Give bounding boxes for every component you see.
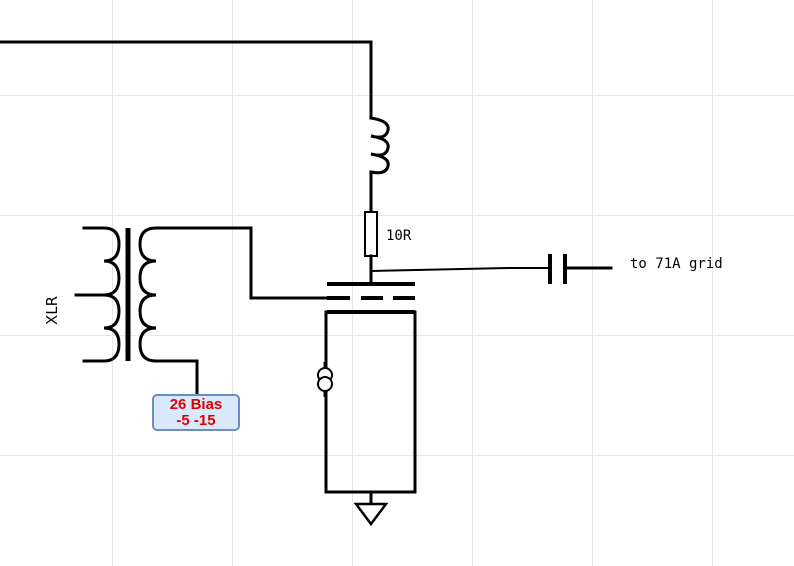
- resistor-10r[interactable]: [364, 211, 378, 257]
- transformer-secondary-coil[interactable]: [138, 226, 253, 396]
- secondary-to-grid-wire[interactable]: [249, 226, 329, 300]
- bias-note-line2: -5 -15: [176, 411, 216, 429]
- output-label: to 71A grid: [630, 256, 723, 272]
- output-wire[interactable]: [370, 267, 549, 272]
- ground-icon: [353, 502, 389, 527]
- current-source-bottom[interactable]: [317, 376, 333, 392]
- bias-note-line1: 26 Bias: [169, 395, 223, 413]
- xlr-label: XLR: [43, 296, 61, 325]
- resistor-label: 10R: [386, 228, 412, 244]
- filament-loop[interactable]: [324, 310, 417, 494]
- choke-inductor[interactable]: [369, 116, 390, 175]
- b-plus-wire[interactable]: [0, 40, 373, 120]
- bias-note[interactable]: 26 Bias -5 -15: [152, 394, 240, 431]
